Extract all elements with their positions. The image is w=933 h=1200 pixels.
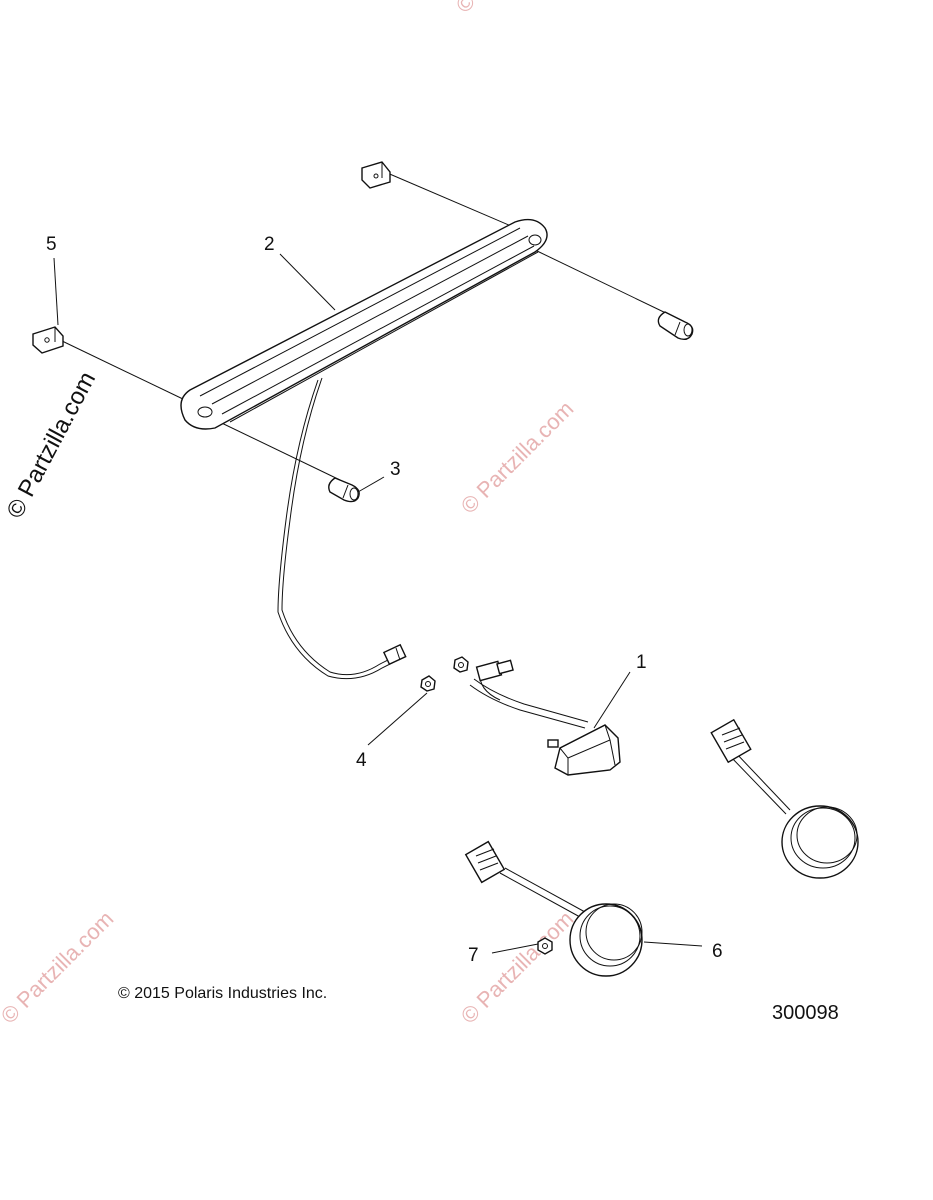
round-light-right — [710, 718, 859, 879]
watermark-faint-bottom-left: © Partzilla.com — [0, 906, 118, 1029]
copyright-text: © 2015 Polaris Industries Inc. — [118, 985, 327, 1002]
clip-top — [361, 161, 391, 189]
diagram-part-number: 300098 — [772, 1002, 839, 1024]
alignment-lines — [59, 171, 671, 481]
watermark-faint-mid: © Partzilla.com — [456, 396, 579, 519]
callout-leaders — [53, 253, 703, 954]
round-light-left — [464, 840, 643, 977]
callout-6: 6 — [712, 941, 723, 962]
screw-left — [328, 477, 360, 503]
screw-right — [657, 311, 694, 341]
nut-upper — [453, 656, 469, 673]
callout-1: 1 — [636, 652, 647, 673]
tail-light — [469, 659, 621, 776]
watermark-main: © Partzilla.com — [1, 367, 101, 522]
watermark-faint-bottom-mid: © Partzilla.com — [456, 906, 579, 1029]
nut-lower — [420, 675, 436, 692]
callout-2: 2 — [264, 234, 275, 255]
watermark-faint-top: © Partzilla.com — [451, 0, 574, 18]
callout-5: 5 — [46, 234, 57, 255]
callout-labels: 1 2 3 4 5 6 7 — [46, 234, 723, 966]
callout-7: 7 — [468, 945, 479, 966]
nut-small — [537, 937, 553, 955]
callout-4: 4 — [356, 750, 367, 771]
light-bar — [180, 218, 548, 430]
clip-left — [32, 326, 64, 354]
callout-3: 3 — [390, 459, 401, 480]
light-bar-wire — [277, 377, 407, 680]
